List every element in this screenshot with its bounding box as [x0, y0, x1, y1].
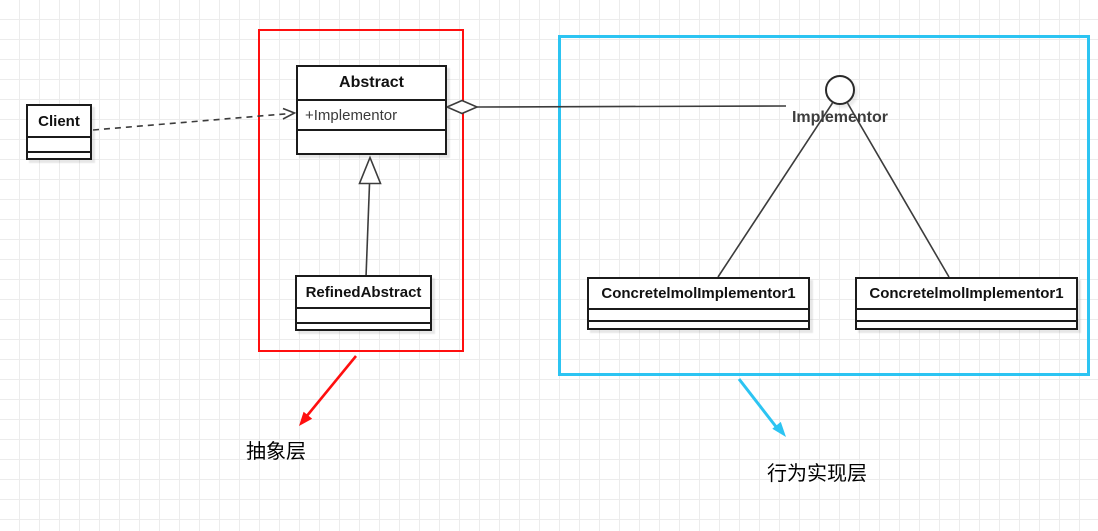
implementation-layer-label[interactable]: 行为实现层 [767, 463, 867, 485]
client-class[interactable]: Client [26, 104, 92, 160]
refined-abstract-attr-compartment [297, 307, 430, 322]
implementation-group-frame[interactable] [558, 35, 1090, 376]
concrete-implementor-2-class[interactable]: ConcretelmolImplementor1 [855, 277, 1078, 330]
abstract-implementor-aggregation-edge[interactable] [444, 99, 787, 115]
red-arrowhead-icon [299, 411, 313, 426]
abstract-class[interactable]: Abstract +Implementor [296, 65, 447, 155]
generalization-triangle-icon [358, 155, 382, 185]
concrete2-attr-compartment [857, 308, 1076, 320]
refined-abstract-method-compartment [297, 322, 430, 329]
refined-abstract-class-title: RefinedAbstract [305, 283, 422, 301]
implementor-interface-circle[interactable] [825, 75, 855, 105]
implementation-layer-arrow[interactable] [737, 378, 786, 437]
cyan-arrowhead-icon [772, 421, 786, 437]
abstraction-group-frame[interactable] [258, 29, 464, 352]
aggregation-diamond-icon [444, 99, 480, 115]
abstract-attribute: +Implementor [298, 99, 445, 129]
concrete1-method-compartment [589, 320, 808, 328]
abstract-class-title: Abstract [339, 74, 404, 91]
refined-abstract-generalization-edge[interactable] [358, 155, 382, 278]
implementor-concrete1-edge[interactable] [717, 102, 834, 278]
concrete-implementor-1-class[interactable]: ConcretelmolImplementor1 [587, 277, 810, 330]
concrete-implementor-1-title: ConcretelmolImplementor1 [601, 285, 796, 302]
client-method-compartment [28, 151, 90, 158]
abstraction-layer-arrow[interactable] [299, 355, 358, 426]
refined-abstract-class[interactable]: RefinedAbstract [295, 275, 432, 331]
client-attr-compartment [28, 136, 90, 151]
implementor-interface-label: Implementor [791, 109, 888, 126]
concrete2-method-compartment [857, 320, 1076, 328]
abstraction-layer-label[interactable]: 抽象层 [246, 441, 306, 463]
implementor-concrete2-edge[interactable] [846, 102, 950, 278]
client-class-title: Client [38, 112, 80, 130]
concrete-implementor-2-title: ConcretelmolImplementor1 [869, 285, 1064, 302]
abstract-method-compartment [298, 129, 445, 153]
concrete1-attr-compartment [589, 308, 808, 320]
client-abstract-dependency-edge[interactable] [92, 107, 297, 131]
